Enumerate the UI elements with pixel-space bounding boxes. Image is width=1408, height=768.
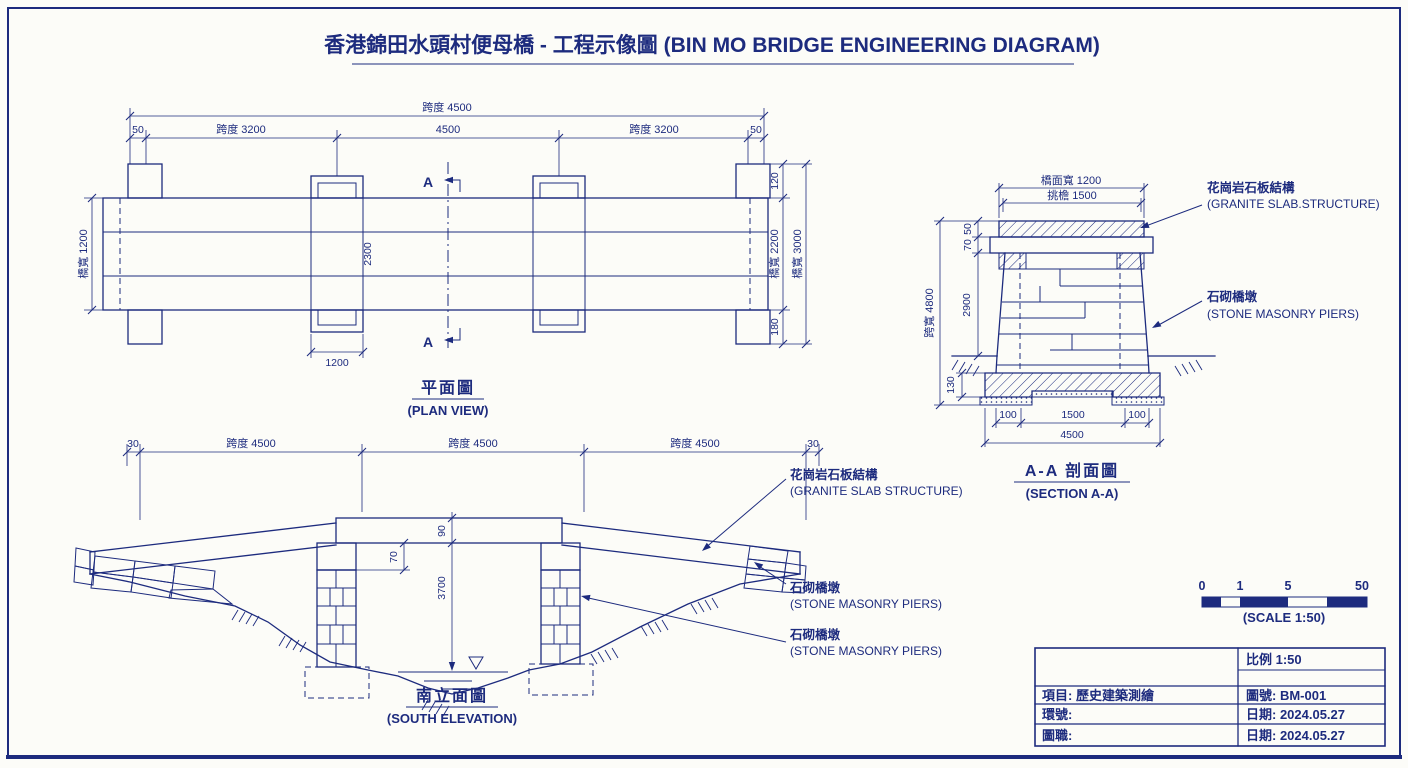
- elevation-inner-dims: 90 70 3700: [356, 512, 457, 671]
- elev-callout-granite-en: (GRANITE SLAB STRUCTURE): [790, 484, 963, 498]
- plan-section-letter-top: A: [423, 174, 433, 190]
- plan-caption-en: (PLAN VIEW): [408, 403, 489, 418]
- plan-dim-mid: 4500: [436, 124, 460, 136]
- plan-caption: 平面圖 (PLAN VIEW): [408, 379, 489, 418]
- elev-callout-pier2-en: (STONE MASONRY PIERS): [790, 644, 942, 658]
- sheet-title-text: 香港錦田水頭村便母橋 - 工程示像圖 (BIN MO BRIDGE ENGINE…: [324, 33, 1100, 57]
- plan-caption-zh: 平面圖: [421, 379, 475, 397]
- plan-dim-edge-bottom: 180: [769, 318, 781, 336]
- plan-dimensions: 跨度 4500 50 跨度 3200 4500 跨度 3200 50 橋寬 12…: [76, 100, 812, 369]
- section-callouts: 花崗岩石板結構 (GRANITE SLAB.STRUCTURE) 石砌橋墩 (S…: [1138, 180, 1380, 331]
- sec-dim-base: 1500: [1061, 409, 1085, 421]
- scale-tick-1: 1: [1237, 579, 1244, 593]
- plan-view: A A 跨度 4500 50 跨度 3200 4500 跨度 3200 50: [76, 100, 812, 418]
- section-view: 橋面寬 1200 挑檐 1500 50 70 2900 130 跨寬 4800: [922, 173, 1380, 501]
- sec-dim-offset-left: 100: [999, 409, 1017, 421]
- sec-dim-overall: 4500: [1060, 429, 1084, 441]
- sec-dim-footing: 130: [945, 376, 957, 394]
- elev-dim-end-right: 30: [807, 438, 819, 450]
- plan-dim-end-right: 50: [750, 124, 762, 136]
- sec-callout-granite-en: (GRANITE SLAB.STRUCTURE): [1207, 197, 1380, 211]
- section-caption-zh: A-A 剖面圖: [1025, 461, 1119, 480]
- scale-caption: (SCALE 1:50): [1243, 610, 1325, 625]
- section-dimensions: 橋面寬 1200 挑檐 1500 50 70 2900 130 跨寬 4800: [922, 173, 1165, 448]
- titleblock-date-b: 日期: 2024.05.27: [1246, 728, 1345, 743]
- plan-dim-pier-length: 2300: [362, 242, 374, 266]
- sec-dim-cap-width: 挑檐 1500: [1047, 188, 1097, 202]
- plan-dim-pier-width: 1200: [325, 357, 349, 369]
- sec-dim-pier-height: 2900: [961, 293, 973, 317]
- page-border: [6, 7, 1402, 759]
- elevation-callouts: 花崗岩石板結構 (GRANITE SLAB STRUCTURE) 石砌橋墩 (S…: [580, 467, 963, 658]
- elevation-dimensions: 30 跨度 4500 跨度 4500 跨度 4500 30: [122, 436, 824, 520]
- elev-callout-pier2-zh: 石砌橋墩: [789, 627, 841, 642]
- titleblock-project: 項目: 歷史建築測繪: [1042, 688, 1155, 703]
- elev-dim-bearing: 70: [388, 551, 400, 563]
- scale-bar: 0 1 5 50 (SCALE 1:50): [1199, 579, 1369, 625]
- plan-dim-span-right: 跨度 3200: [629, 122, 679, 136]
- sec-dim-deck-width: 橋面寬 1200: [1041, 173, 1102, 187]
- titleblock-scale: 比例 1:50: [1246, 652, 1302, 667]
- elev-dim-span-1: 跨度 4500: [226, 436, 276, 450]
- plan-linework: [102, 163, 771, 345]
- plan-dim-end-left: 50: [132, 124, 144, 136]
- plan-dim-edge-top: 120: [769, 172, 781, 190]
- section-caption: A-A 剖面圖 (SECTION A-A): [1014, 461, 1130, 501]
- sec-dim-offset-right: 100: [1128, 409, 1146, 421]
- titleblock-field-b: 圖職:: [1042, 728, 1072, 743]
- elev-dim-end-left: 30: [127, 438, 139, 450]
- elev-callout-pier1-en: (STONE MASONRY PIERS): [790, 597, 942, 611]
- sec-dim-total-height: 跨寬 4800: [922, 288, 936, 338]
- plan-section-letter-bottom: A: [423, 334, 433, 350]
- elevation-deck: [89, 517, 801, 575]
- sec-callout-pier-en: (STONE MASONRY PIERS): [1207, 307, 1359, 321]
- elevation-caption-en: (SOUTH ELEVATION): [387, 711, 517, 726]
- section-structure: [951, 220, 1216, 406]
- sec-dim-cap: 70: [962, 239, 974, 251]
- scale-tick-0: 0: [1199, 579, 1206, 593]
- elevation-water: [398, 656, 508, 690]
- elev-callout-pier1-zh: 石砌橋墩: [789, 580, 841, 595]
- water-level-icon: [468, 656, 484, 670]
- elev-dim-span-3: 跨度 4500: [670, 436, 720, 450]
- elevation-view: 30 跨度 4500 跨度 4500 跨度 4500 30: [73, 436, 963, 726]
- elev-callout-granite-zh: 花崗岩石板結構: [790, 467, 878, 482]
- elevation-piers: [304, 542, 594, 699]
- scale-tick-5: 5: [1285, 579, 1292, 593]
- elev-dim-clearance: 3700: [436, 576, 448, 600]
- elevation-abutments: [73, 545, 807, 605]
- sec-callout-granite-zh: 花崗岩石板結構: [1207, 180, 1295, 195]
- elevation-ground: [89, 573, 801, 717]
- titleblock-date-a: 日期: 2024.05.27: [1246, 707, 1345, 722]
- titleblock-field-a: 環號:: [1042, 707, 1072, 722]
- sheet-title: 香港錦田水頭村便母橋 - 工程示像圖 (BIN MO BRIDGE ENGINE…: [324, 33, 1100, 65]
- elev-dim-deck-thickness: 90: [436, 525, 448, 537]
- plan-dim-width-outer: 橋寬 3000: [790, 229, 804, 279]
- elevation-caption-zh: 南立面圖: [416, 686, 488, 705]
- section-caption-en: (SECTION A-A): [1026, 486, 1119, 501]
- plan-dim-span-left: 跨度 3200: [216, 122, 266, 136]
- plan-section-line: A A: [423, 162, 461, 350]
- plan-dim-width-left: 橋寬 1200: [76, 229, 90, 279]
- elev-dim-span-2: 跨度 4500: [448, 436, 498, 450]
- titleblock-drawing-no: 圖號: BM-001: [1246, 688, 1326, 703]
- plan-dim-overall: 跨度 4500: [422, 100, 472, 114]
- sec-callout-pier-zh: 石砌橋墩: [1206, 289, 1258, 304]
- plan-dim-width-mid: 橋寬 2200: [767, 229, 781, 279]
- sec-dim-slab: 50: [962, 223, 974, 235]
- scale-tick-50: 50: [1355, 579, 1369, 593]
- title-block: 比例 1:50 項目: 歷史建築測繪 圖號: BM-001 環號: 日期: 20…: [1034, 647, 1386, 747]
- elevation-caption: 南立面圖 (SOUTH ELEVATION): [387, 686, 517, 726]
